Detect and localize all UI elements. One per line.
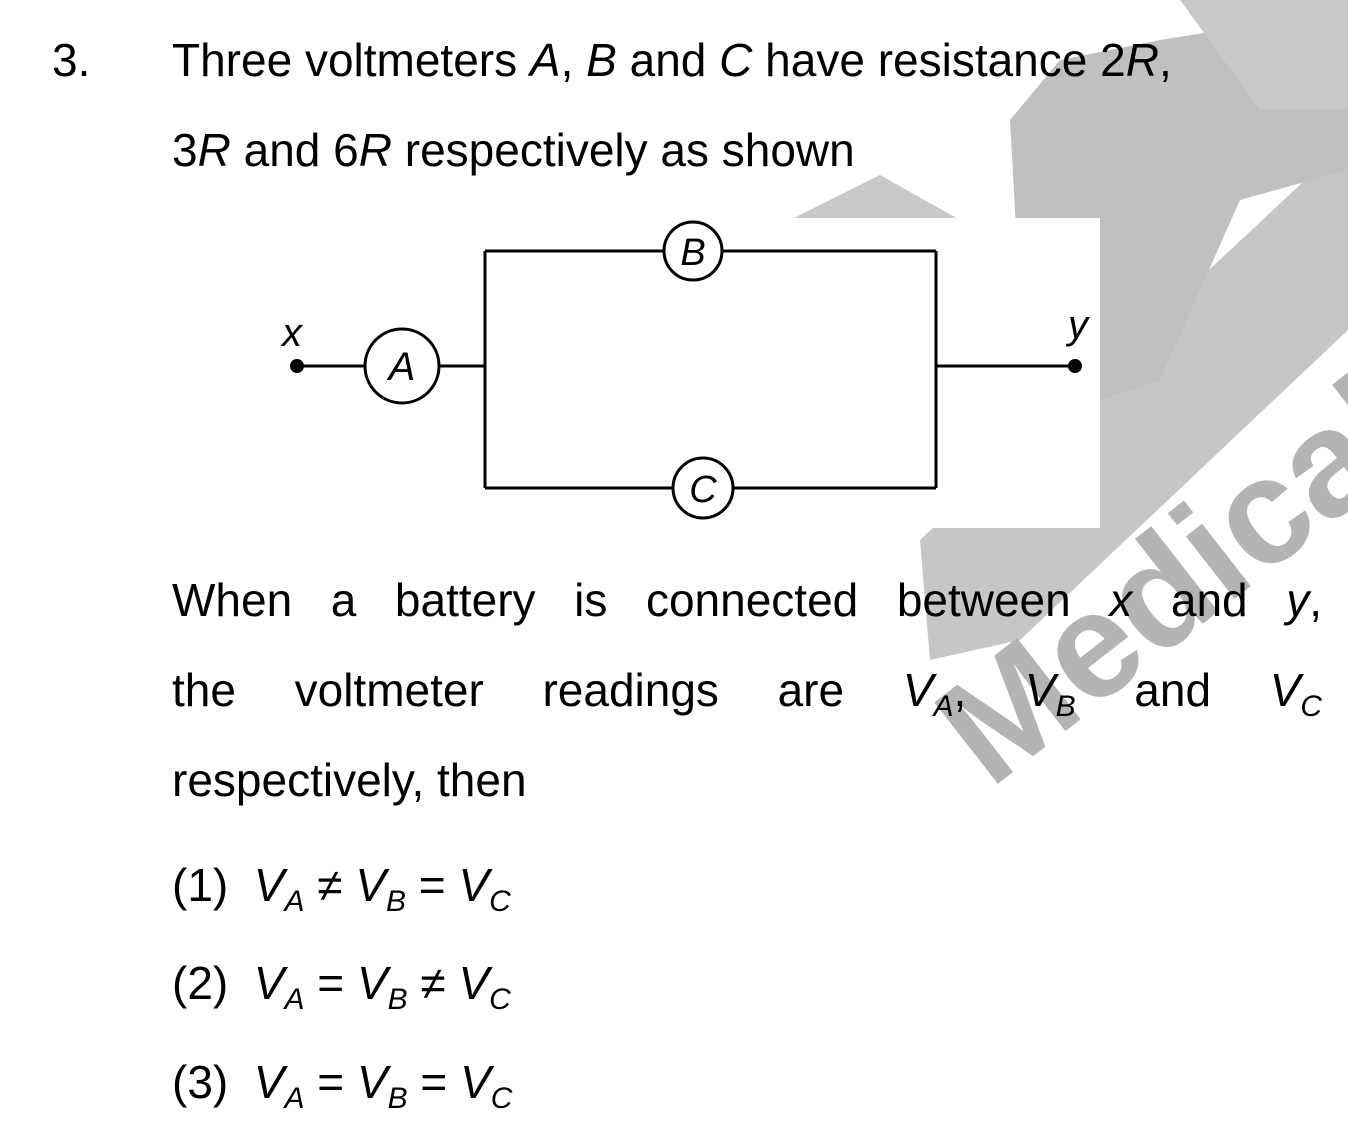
- voltmeter-b: [662, 220, 724, 282]
- voltmeter-a-label: A: [387, 345, 416, 389]
- voltmeter-a: [363, 327, 441, 405]
- option-1-label: (1): [172, 859, 229, 911]
- voltmeter-b-label: B: [680, 232, 705, 274]
- option-3[interactable]: (3) VA = VB = VC: [172, 1056, 513, 1115]
- watermark-shape: [920, 140, 1348, 660]
- voltmeter-c-label: C: [689, 469, 717, 511]
- watermark-shape: [1180, 0, 1348, 110]
- question-stem-line-1: Three voltmeters A, B and C have resista…: [172, 34, 1172, 86]
- question-text-line-3: When a battery is connected between x an…: [172, 574, 1322, 626]
- option-1[interactable]: (1) VA ≠ VB = VC: [172, 859, 511, 918]
- terminal-y-dot: [1068, 359, 1082, 373]
- voltmeter-c: [671, 456, 735, 520]
- question-text-line-5: respectively, then: [172, 754, 527, 806]
- question-text-line-4: the voltmeter readings are VA, VB and VC: [172, 664, 1323, 723]
- circuit-diagram: A B C x y: [260, 218, 1100, 528]
- option-2-label: (2): [172, 957, 229, 1009]
- option-3-label: (3): [172, 1056, 229, 1108]
- terminal-x-dot: [290, 359, 304, 373]
- terminal-y-label: y: [1065, 303, 1091, 347]
- option-2[interactable]: (2) VA = VB ≠ VC: [172, 957, 511, 1016]
- terminal-x-label: x: [280, 311, 304, 355]
- question-number: 3.: [52, 34, 91, 86]
- question-stem-line-2: 3R and 6R respectively as shown: [172, 124, 855, 176]
